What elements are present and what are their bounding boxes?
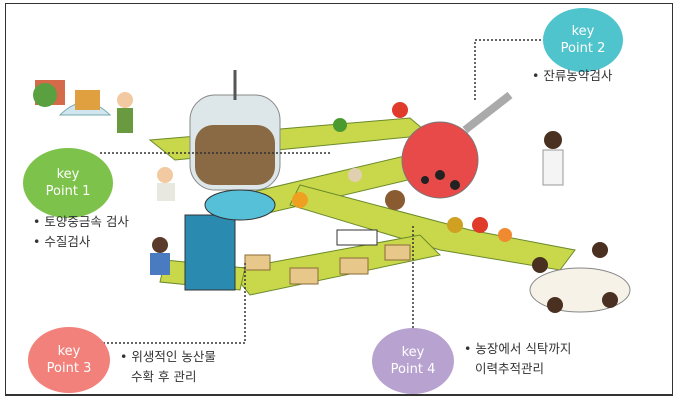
farm-houses — [33, 80, 112, 116]
bullet-item: 위생적인 농산물 — [120, 347, 215, 367]
key-point-3-bullets: 위생적인 농산물 수확 후 관리 — [120, 347, 216, 387]
key-label: key — [56, 167, 80, 182]
bullet-item: 수확 후 관리 — [131, 369, 197, 384]
point-label: Point 2 — [560, 41, 606, 56]
flask — [401, 91, 513, 199]
bullet-item: 농장에서 식탁까지 — [464, 339, 571, 359]
bullet-item: 잔류농약검사 — [532, 66, 612, 86]
point-label: Point 4 — [390, 362, 436, 377]
vegetables — [292, 102, 512, 242]
bullet-item: 이력추적관리 — [475, 361, 545, 376]
point-label: Point 3 — [46, 361, 92, 376]
diagram-frame — [5, 3, 673, 396]
key-point-1-badge: key Point 1 — [23, 148, 113, 218]
key-point-2-bullets: 잔류농약검사 — [532, 66, 612, 86]
soil-jar — [189, 70, 281, 191]
key-label: key — [571, 24, 595, 39]
key-point-1-bullets: 토양중금속 검사 수질검사 — [33, 212, 129, 252]
key-point-3-badge: key Point 3 — [28, 327, 110, 393]
key-label: key — [57, 344, 81, 359]
key-point-4-badge: key Point 4 — [372, 328, 454, 394]
key-label: key — [401, 345, 425, 360]
washing-machine — [184, 189, 276, 291]
bullet-item: 토양중금속 검사 — [33, 212, 128, 232]
key-point-2-badge: key Point 2 — [543, 8, 623, 72]
point-label: Point 1 — [45, 184, 91, 199]
key-point-4-bullets: 농장에서 식탁까지 이력추적관리 — [464, 339, 571, 379]
farmer-figures — [117, 92, 564, 275]
bullet-item: 수질검사 — [33, 232, 129, 252]
produce-boxes — [244, 229, 411, 285]
dining-table — [529, 242, 631, 313]
connector-lines — [100, 39, 545, 344]
